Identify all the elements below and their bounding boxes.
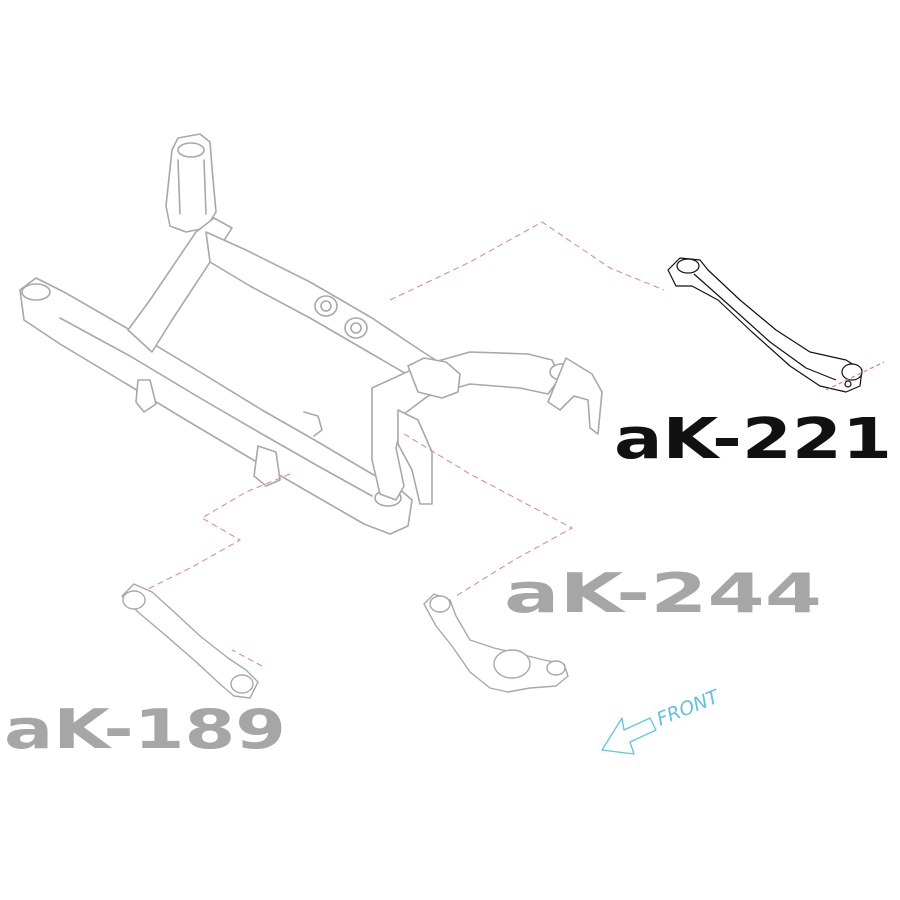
subframe-lower-tab — [135, 379, 157, 413]
rail-top-edge — [59, 317, 373, 497]
arm-ak244-body — [423, 593, 569, 693]
arm-ak244-bushing-front — [429, 595, 451, 613]
arm-ak221-edge — [693, 273, 837, 381]
subframe-right-bracket — [547, 357, 603, 435]
rail-front-mount — [21, 283, 51, 301]
leader-ak221 — [389, 221, 665, 301]
link-ak189-bushing-rear — [230, 674, 254, 694]
leader-lines — [145, 221, 665, 667]
arm-ak221-bushing-front — [676, 258, 700, 274]
leader-ak189-end — [231, 649, 263, 667]
arm-ak221 — [667, 257, 885, 393]
arm-ak221-bushing-rear — [841, 363, 863, 381]
bushing-upper-inner — [320, 300, 332, 312]
subframe-hook — [303, 411, 323, 437]
tower-inner-line — [177, 159, 207, 215]
front-text: FRONT — [654, 685, 724, 730]
subframe-left-tower — [165, 133, 217, 233]
arm-ak221-bolt-hole — [844, 380, 852, 388]
tower-mount-hole — [177, 142, 205, 158]
link-ak189-body — [121, 583, 259, 699]
bushing-lower-inner — [350, 322, 362, 334]
arm-ak244-balljoint — [493, 649, 531, 679]
subframe-center-bracket — [407, 357, 461, 399]
front-arrow: FRONT — [601, 685, 724, 755]
label-ak221: aK-221 — [614, 407, 892, 472]
label-ak244: aK-244 — [504, 562, 822, 625]
rear-subframe — [19, 133, 603, 535]
subframe-right-arm — [397, 409, 433, 505]
link-ak189 — [121, 583, 259, 699]
link-ak189-bushing-front — [122, 590, 146, 610]
subframe-lower-tab-2 — [253, 445, 281, 487]
subframe-front-crossmember — [127, 217, 233, 353]
leader-ak244 — [403, 433, 574, 597]
arm-ak244 — [423, 593, 569, 693]
leader-ak189 — [145, 473, 291, 591]
arm-ak244-bushing-rear — [546, 660, 566, 676]
front-arrow-icon — [601, 717, 657, 755]
label-ak189: aK-189 — [4, 698, 286, 761]
arm-ak221-axis — [825, 361, 885, 391]
arm-ak221-body — [667, 257, 863, 393]
